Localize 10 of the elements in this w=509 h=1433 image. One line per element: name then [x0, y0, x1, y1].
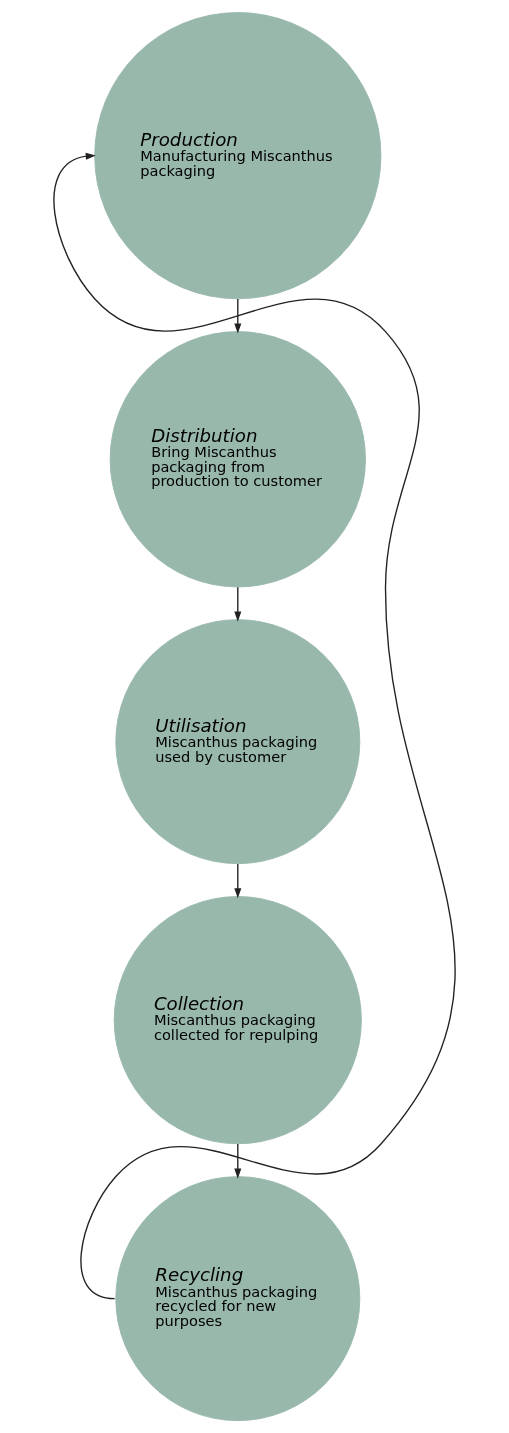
- node-circle: Production Manufacturing Miscanthus packaging: [94, 12, 382, 300]
- arrow: [234, 863, 242, 899]
- arrow: [234, 298, 242, 334]
- node-circle: Recycling Miscanthus packaging recycled for new purposes: [115, 1176, 361, 1422]
- arrow: [53, 152, 456, 1300]
- node-circle: Distribution Bring Miscanthus packaging from production to customer: [109, 331, 366, 588]
- arrow: [234, 1143, 242, 1179]
- arrow: [234, 586, 242, 622]
- node-circle: Collection Miscanthus packaging collected for repulping: [113, 896, 362, 1145]
- node-circle: Utilisation Miscanthus packaging used by customer: [115, 619, 361, 865]
